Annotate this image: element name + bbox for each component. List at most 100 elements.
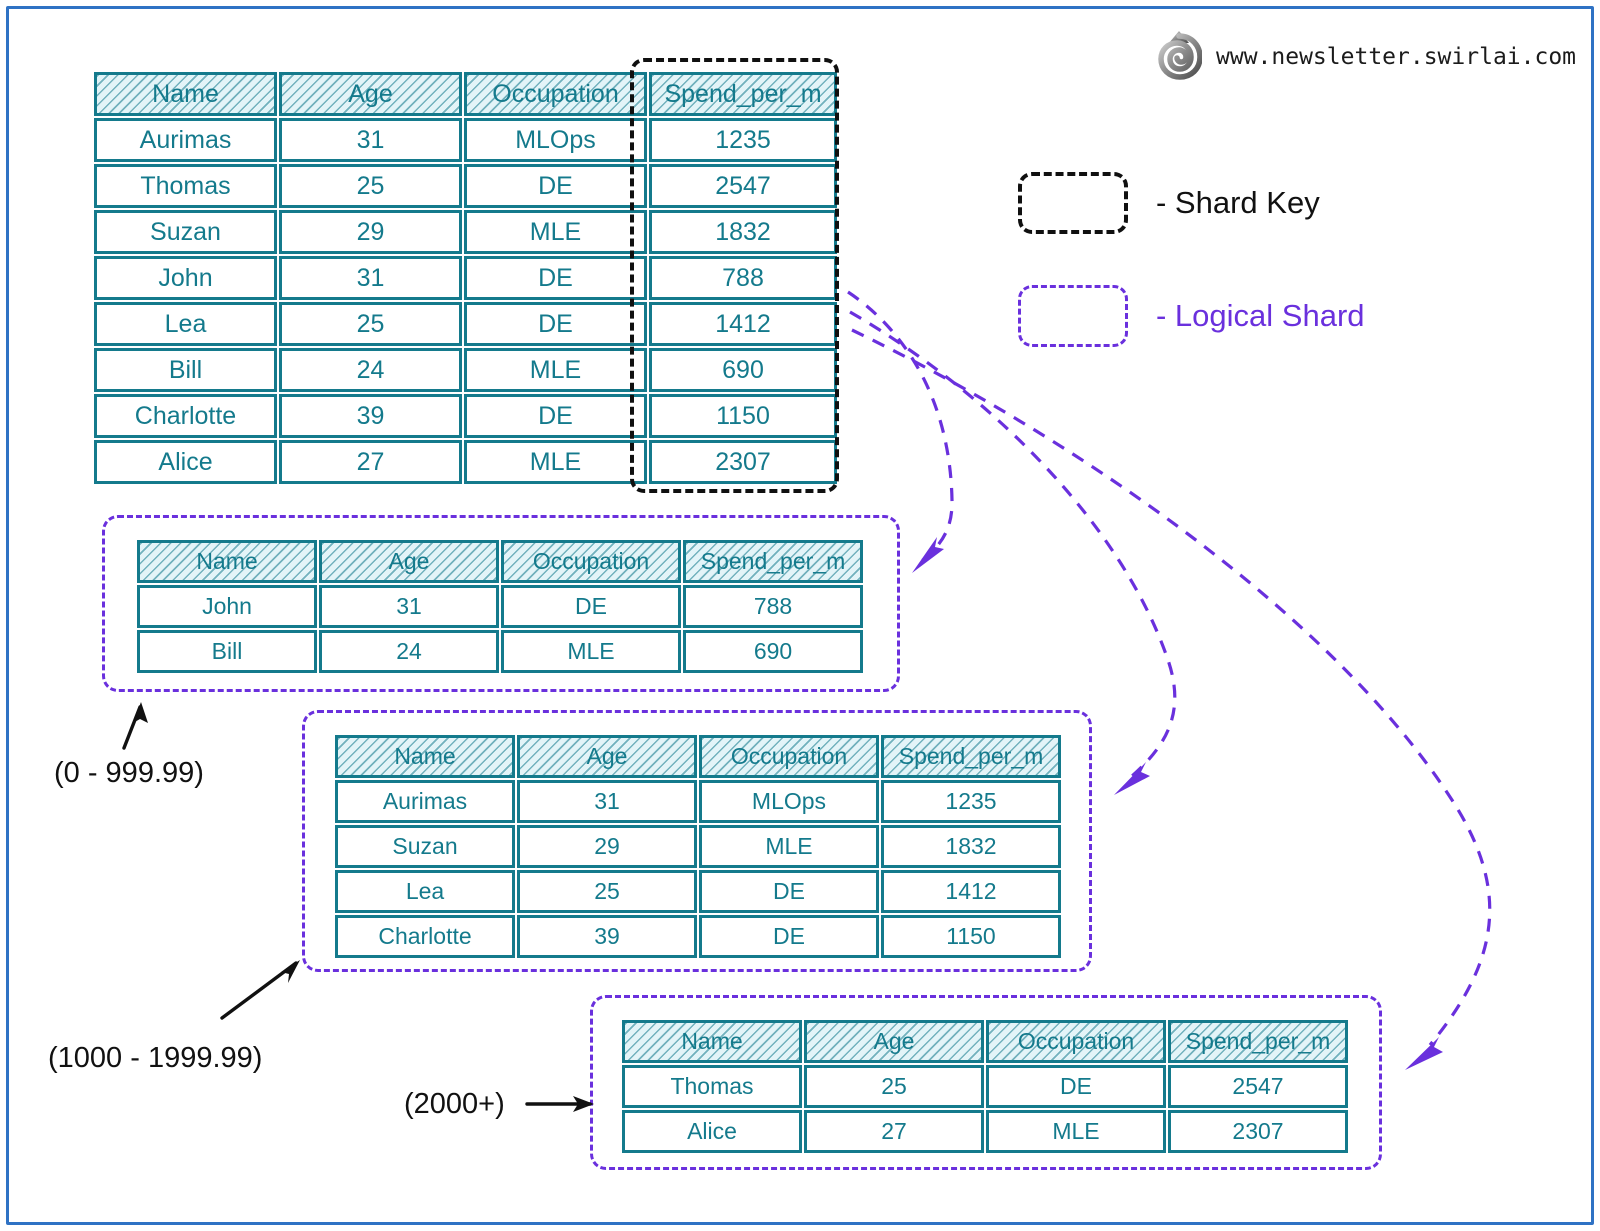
- shard-table-2: Name Age Occupation Spend_per_m Aurimas …: [333, 733, 1063, 960]
- cell-age: 29: [517, 825, 697, 868]
- column-header-age: Age: [517, 735, 697, 778]
- cell-occupation: MLE: [464, 440, 647, 484]
- table-row: Charlotte 39 DE 1150: [335, 915, 1061, 958]
- shard-table-3: Name Age Occupation Spend_per_m Thomas 2…: [620, 1018, 1350, 1155]
- cell-age: 25: [279, 164, 462, 208]
- column-header-age: Age: [804, 1020, 984, 1063]
- cell-occupation: DE: [464, 394, 647, 438]
- cell-name: Charlotte: [94, 394, 277, 438]
- cell-name: Alice: [622, 1110, 802, 1153]
- cell-occupation: MLE: [986, 1110, 1166, 1153]
- cell-age: 31: [517, 780, 697, 823]
- table-row: John 31 DE 788: [137, 585, 863, 628]
- cell-age: 25: [517, 870, 697, 913]
- cell-spend: 1832: [881, 825, 1061, 868]
- shard-key-swatch-icon: [1018, 172, 1128, 234]
- column-header-spend-per-m: Spend_per_m: [1168, 1020, 1348, 1063]
- range-pointer-line-2: [220, 961, 298, 1020]
- column-header-name: Name: [137, 540, 317, 583]
- shard-key-highlight-box: [630, 58, 839, 493]
- cell-age: 29: [279, 210, 462, 254]
- column-header-name: Name: [622, 1020, 802, 1063]
- range-pointer-head-1: [133, 702, 148, 723]
- cell-age: 27: [804, 1110, 984, 1153]
- cell-name: Thomas: [622, 1065, 802, 1108]
- table-row: Alice 27 MLE 2307: [94, 440, 837, 484]
- cell-age: 39: [517, 915, 697, 958]
- cell-name: Bill: [94, 348, 277, 392]
- table-header-row: Name Age Occupation Spend_per_m: [335, 735, 1061, 778]
- cell-name: Suzan: [94, 210, 277, 254]
- column-header-age: Age: [279, 72, 462, 116]
- cell-name: Bill: [137, 630, 317, 673]
- watermark: www.newsletter.swirlai.com: [1156, 28, 1576, 85]
- cell-name: Aurimas: [94, 118, 277, 162]
- cell-name: Thomas: [94, 164, 277, 208]
- watermark-url: www.newsletter.swirlai.com: [1216, 43, 1577, 70]
- cell-name: Lea: [94, 302, 277, 346]
- column-header-name: Name: [335, 735, 515, 778]
- spiral-logo-icon: [1156, 28, 1203, 85]
- table-row: Lea 25 DE 1412: [335, 870, 1061, 913]
- table-row: Aurimas 31 MLOps 1235: [94, 118, 837, 162]
- arrowhead-shard-3: [1405, 1037, 1443, 1070]
- column-header-occupation: Occupation: [464, 72, 647, 116]
- table-row: Suzan 29 MLE 1832: [335, 825, 1061, 868]
- cell-spend: 1235: [881, 780, 1061, 823]
- column-header-spend-per-m: Spend_per_m: [683, 540, 863, 583]
- column-header-occupation: Occupation: [501, 540, 681, 583]
- cell-name: Charlotte: [335, 915, 515, 958]
- cell-name: Aurimas: [335, 780, 515, 823]
- table-header-row: Name Age Occupation Spend_per_m: [137, 540, 863, 583]
- cell-occupation: MLE: [501, 630, 681, 673]
- range-label-shard-2: (1000 - 1999.99): [48, 1042, 263, 1074]
- cell-spend: 788: [683, 585, 863, 628]
- table-row: Thomas 25 DE 2547: [94, 164, 837, 208]
- cell-age: 31: [319, 585, 499, 628]
- cell-occupation: DE: [501, 585, 681, 628]
- table-row: Lea 25 DE 1412: [94, 302, 837, 346]
- table-row: Suzan 29 MLE 1832: [94, 210, 837, 254]
- legend-item-shard-key: - Shard Key: [1018, 172, 1320, 234]
- cell-spend: 1832: [649, 210, 837, 254]
- cell-name: John: [137, 585, 317, 628]
- legend-label-logical-shard: - Logical Shard: [1156, 298, 1365, 333]
- column-header-occupation: Occupation: [986, 1020, 1166, 1063]
- cell-occupation: DE: [986, 1065, 1166, 1108]
- cell-occupation: DE: [464, 164, 647, 208]
- arrowhead-shard-1: [912, 537, 944, 573]
- cell-spend: 788: [649, 256, 837, 300]
- table-row: Alice 27 MLE 2307: [622, 1110, 1348, 1153]
- range-label-shard-1: (0 - 999.99): [54, 757, 204, 789]
- cell-spend: 1150: [649, 394, 837, 438]
- cell-age: 24: [319, 630, 499, 673]
- cell-spend: 2307: [1168, 1110, 1348, 1153]
- cell-occupation: MLOps: [699, 780, 879, 823]
- cell-age: 31: [279, 256, 462, 300]
- table-row: Bill 24 MLE 690: [137, 630, 863, 673]
- table-row: Charlotte 39 DE 1150: [94, 394, 837, 438]
- cell-spend: 1150: [881, 915, 1061, 958]
- table-header-row: Name Age Occupation Spend_per_m: [622, 1020, 1348, 1063]
- cell-name: Alice: [94, 440, 277, 484]
- cell-occupation: MLOps: [464, 118, 647, 162]
- column-header-age: Age: [319, 540, 499, 583]
- cell-occupation: DE: [699, 915, 879, 958]
- table-row: John 31 DE 788: [94, 256, 837, 300]
- cell-age: 25: [804, 1065, 984, 1108]
- cell-occupation: DE: [699, 870, 879, 913]
- cell-spend: 2547: [649, 164, 837, 208]
- cell-occupation: DE: [464, 256, 647, 300]
- cell-occupation: MLE: [464, 210, 647, 254]
- cell-name: Lea: [335, 870, 515, 913]
- cell-spend: 2547: [1168, 1065, 1348, 1108]
- table-header-row: Name Age Occupation Spend_per_m: [94, 72, 837, 116]
- cell-age: 31: [279, 118, 462, 162]
- cell-occupation: DE: [464, 302, 647, 346]
- cell-age: 24: [279, 348, 462, 392]
- cell-age: 39: [279, 394, 462, 438]
- cell-occupation: MLE: [464, 348, 647, 392]
- shard-table-1: Name Age Occupation Spend_per_m John 31 …: [135, 538, 865, 675]
- arrowhead-shard-2: [1114, 762, 1150, 795]
